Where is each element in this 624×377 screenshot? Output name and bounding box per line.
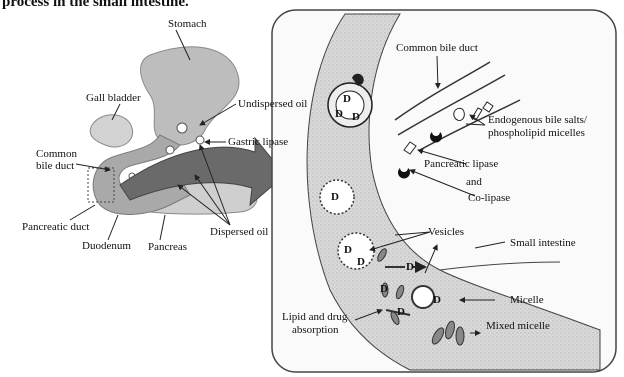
drug-letter: D <box>397 306 405 318</box>
gall-bladder-shape <box>90 115 132 147</box>
label-lipid-absorption: Lipid and drug <box>282 311 347 323</box>
label-co-lipase: Co-lipase <box>468 192 510 204</box>
drug-letter: D <box>331 191 339 203</box>
label-lipid-absorption: absorption <box>292 324 338 336</box>
digestive-anatomy <box>70 30 285 240</box>
label-pancreatic-duct: Pancreatic duct <box>22 221 90 233</box>
drug-letter: D <box>343 93 351 105</box>
drug-letter: D <box>335 108 343 120</box>
stomach-shape <box>141 47 240 145</box>
label-pancreatic-lipase: Pancreatic lipase <box>424 158 498 170</box>
label-duodenum: Duodenum <box>82 240 131 252</box>
label-undispersed-oil: Undispersed oil <box>238 98 307 110</box>
label-dispersed-oil: Dispersed oil <box>210 226 268 238</box>
drug-letter: D <box>357 256 365 268</box>
drug-letter: D <box>380 283 388 295</box>
label-pancreas: Pancreas <box>148 241 187 253</box>
drug-letter: D <box>344 244 352 256</box>
label-gall-bladder: Gall bladder <box>86 92 141 104</box>
label-common-bile-duct-left: bile duct <box>36 160 74 172</box>
label-stomach: Stomach <box>168 18 207 30</box>
drug-letter: D <box>352 111 360 123</box>
label-common-bile-duct-right: Common bile duct <box>396 42 478 54</box>
label-vesicles: Vesicles <box>428 226 464 238</box>
label-pancreatic-lipase-and: and <box>466 176 482 188</box>
label-common-bile-duct-left: Common <box>36 148 77 160</box>
label-gastric-lipase: Gastric lipase <box>228 136 288 148</box>
label-endogenous-bile-salts: phospholipid micelles <box>488 127 585 139</box>
label-small-intestine: Small intestine <box>510 237 576 249</box>
drug-letter: D <box>406 261 414 273</box>
label-endogenous-bile-salts: Endogenous bile salts/ <box>488 114 587 126</box>
drug-letter: D <box>433 294 441 306</box>
label-micelle: Micelle <box>510 294 544 306</box>
label-mixed-micelle: Mixed micelle <box>486 320 550 332</box>
